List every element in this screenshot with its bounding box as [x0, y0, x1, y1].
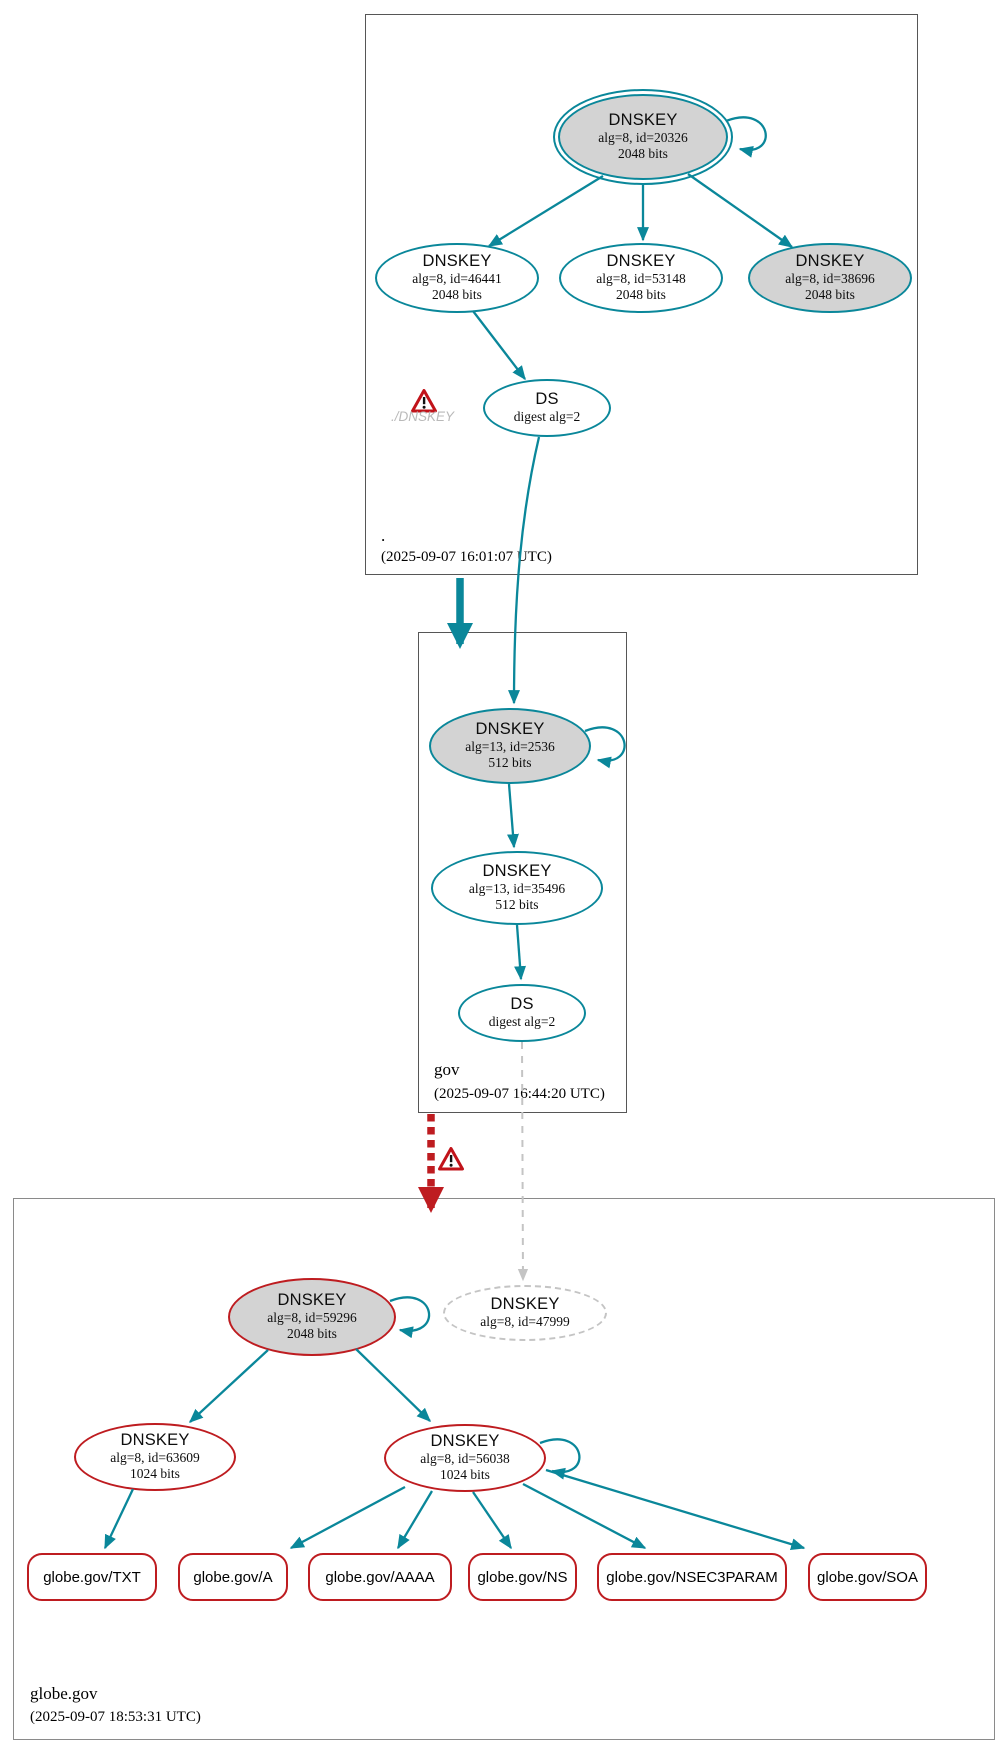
- node-detail: alg=8, id=47999: [480, 1314, 570, 1330]
- dnskey-node-35496[interactable]: DNSKEY alg=13, id=35496 512 bits: [431, 851, 603, 925]
- zone-label-gov: gov: [434, 1060, 460, 1079]
- node-detail: alg=13, id=2536: [465, 739, 555, 755]
- dnskey-node-46441[interactable]: DNSKEY alg=8, id=46441 2048 bits: [375, 243, 539, 313]
- node-title: DS: [510, 995, 534, 1014]
- node-detail: alg=8, id=46441: [412, 271, 502, 287]
- dnskey-node-63609[interactable]: DNSKEY alg=8, id=63609 1024 bits: [74, 1423, 236, 1491]
- rrset-globe-gov-ns[interactable]: globe.gov/NS: [468, 1553, 577, 1601]
- node-detail: alg=8, id=56038: [420, 1451, 510, 1467]
- zone-box-root: [365, 14, 918, 575]
- node-title: DNSKEY: [482, 862, 552, 881]
- zone-timestamp-root: (2025-09-07 16:01:07 UTC): [381, 549, 552, 565]
- node-title: DNSKEY: [430, 1432, 500, 1451]
- ds-node-root[interactable]: DS digest alg=2: [483, 379, 611, 437]
- node-detail: alg=8, id=20326: [598, 130, 688, 146]
- dnskey-node-56038[interactable]: DNSKEY alg=8, id=56038 1024 bits: [384, 1424, 546, 1492]
- node-title: DS: [535, 390, 559, 409]
- node-bits: 2048 bits: [616, 287, 666, 303]
- zone-timestamp-globe-gov: (2025-09-07 18:53:31 UTC): [30, 1709, 201, 1725]
- ds-node-gov[interactable]: DS digest alg=2: [458, 984, 586, 1042]
- node-title: DNSKEY: [277, 1291, 347, 1310]
- dnskey-node-38696[interactable]: DNSKEY alg=8, id=38696 2048 bits: [748, 243, 912, 313]
- node-bits: 1024 bits: [130, 1466, 180, 1482]
- zone-box-globe-gov: [13, 1198, 995, 1740]
- rrset-globe-gov-txt[interactable]: globe.gov/TXT: [27, 1553, 157, 1601]
- node-detail: digest alg=2: [513, 409, 581, 425]
- node-detail: digest alg=2: [488, 1014, 556, 1030]
- node-bits: 2048 bits: [432, 287, 482, 303]
- rrset-globe-gov-aaaa[interactable]: globe.gov/AAAA: [308, 1553, 452, 1601]
- node-detail: alg=8, id=59296: [267, 1310, 357, 1326]
- warning-icon-delegation[interactable]: [438, 1147, 464, 1171]
- dnskey-node-20326[interactable]: DNSKEY alg=8, id=20326 2048 bits: [553, 89, 733, 185]
- node-title: DNSKEY: [608, 111, 678, 130]
- node-detail: alg=8, id=53148: [596, 271, 686, 287]
- warning-label-root-dnskey: ./DNSKEY: [391, 409, 455, 424]
- zone-label-globe-gov: globe.gov: [30, 1684, 98, 1703]
- node-bits: 1024 bits: [440, 1467, 490, 1483]
- node-title: DNSKEY: [795, 252, 865, 271]
- dnskey-node-47999-missing[interactable]: DNSKEY alg=8, id=47999: [443, 1285, 607, 1341]
- node-title: DNSKEY: [422, 252, 492, 271]
- node-detail: alg=8, id=63609: [110, 1450, 200, 1466]
- node-title: DNSKEY: [490, 1295, 560, 1314]
- rrset-globe-gov-nsec3param[interactable]: globe.gov/NSEC3PARAM: [597, 1553, 787, 1601]
- node-detail: alg=13, id=35496: [468, 881, 566, 897]
- node-title: DNSKEY: [475, 720, 545, 739]
- dnskey-node-53148[interactable]: DNSKEY alg=8, id=53148 2048 bits: [559, 243, 723, 313]
- rrset-globe-gov-a[interactable]: globe.gov/A: [178, 1553, 288, 1601]
- node-bits: 2048 bits: [805, 287, 855, 303]
- dnskey-node-2536[interactable]: DNSKEY alg=13, id=2536 512 bits: [429, 708, 591, 784]
- node-detail: alg=8, id=38696: [785, 271, 875, 287]
- node-title: DNSKEY: [606, 252, 676, 271]
- node-bits: 512 bits: [495, 897, 539, 913]
- zone-label-root: .: [381, 526, 386, 545]
- zone-timestamp-gov: (2025-09-07 16:44:20 UTC): [434, 1086, 605, 1102]
- dnskey-node-59296[interactable]: DNSKEY alg=8, id=59296 2048 bits: [228, 1278, 396, 1356]
- node-bits: 2048 bits: [618, 146, 668, 162]
- warning-icon-root-dnskey[interactable]: [411, 389, 437, 413]
- node-bits: 2048 bits: [287, 1326, 337, 1342]
- node-bits: 512 bits: [488, 755, 532, 771]
- node-title: DNSKEY: [120, 1431, 190, 1450]
- rrset-globe-gov-soa[interactable]: globe.gov/SOA: [808, 1553, 927, 1601]
- dnskey-node-20326-ring: DNSKEY alg=8, id=20326 2048 bits: [558, 94, 728, 180]
